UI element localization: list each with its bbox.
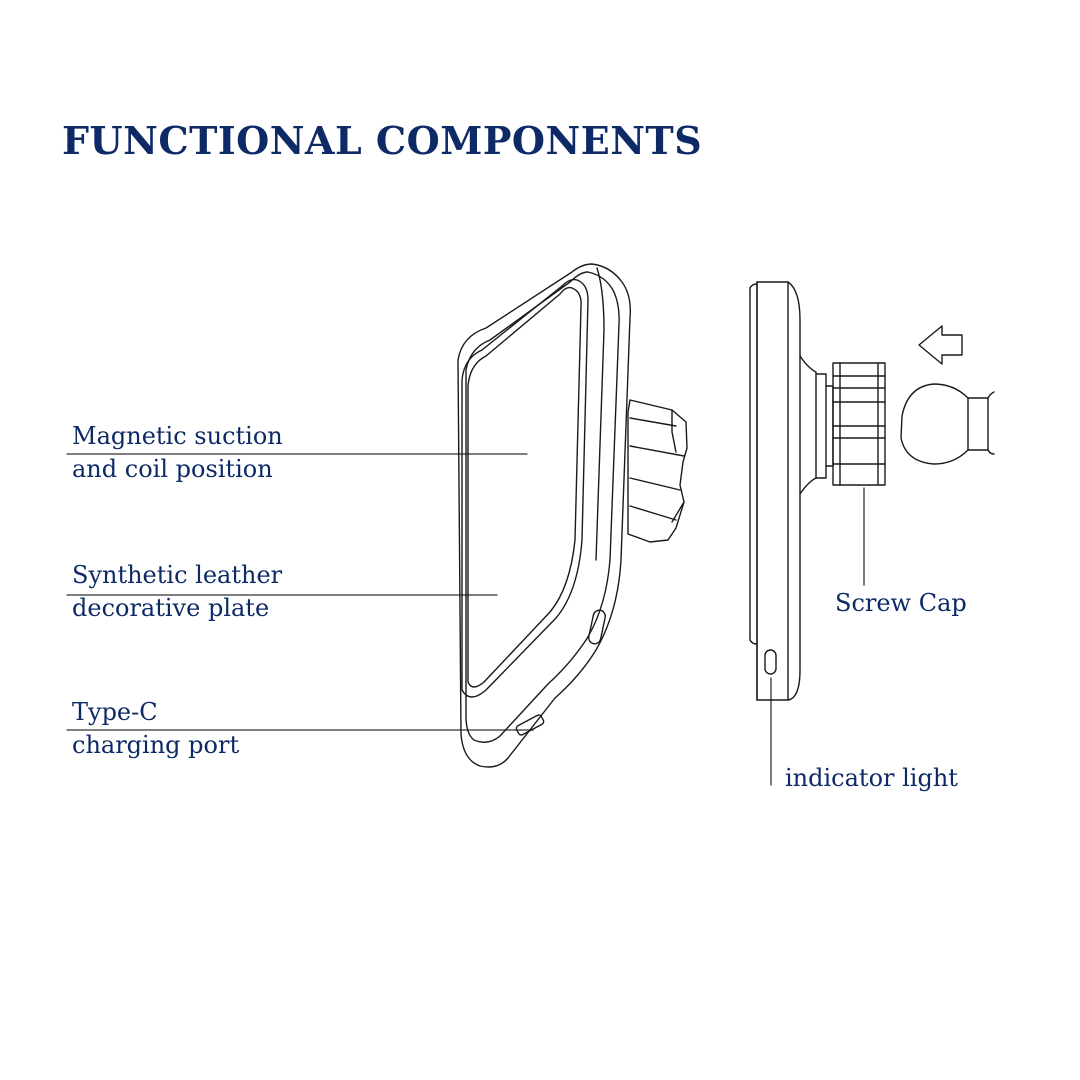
magnetic-suction-label: Magnetic suction and coil position <box>72 420 283 486</box>
magnetic-label-line-2: and coil position <box>72 455 273 483</box>
leather-label-line-1: Synthetic leather <box>72 561 283 589</box>
page-title: FUNCTIONAL COMPONENTS <box>62 118 703 163</box>
indicator-light-icon <box>764 649 777 675</box>
charger-perspective <box>457 263 632 768</box>
left-arrow-icon <box>918 325 963 365</box>
indicator-light-label: indicator light <box>785 764 958 792</box>
typec-label-line-1: Type-C <box>72 698 158 726</box>
charger-side-view <box>749 281 834 701</box>
typec-label-line-2: charging port <box>72 731 240 759</box>
synthetic-leather-label: Synthetic leather decorative plate <box>72 559 282 625</box>
screw-cap-label: Screw Cap <box>835 589 967 617</box>
screw-cap-icon <box>832 362 886 486</box>
type-c-port-label: Type-C charging port <box>72 696 239 762</box>
knob-perspective <box>627 399 688 543</box>
leather-label-line-2: decorative plate <box>72 594 270 622</box>
vent-clip-icon <box>900 383 995 465</box>
magnetic-label-line-1: Magnetic suction <box>72 422 283 450</box>
